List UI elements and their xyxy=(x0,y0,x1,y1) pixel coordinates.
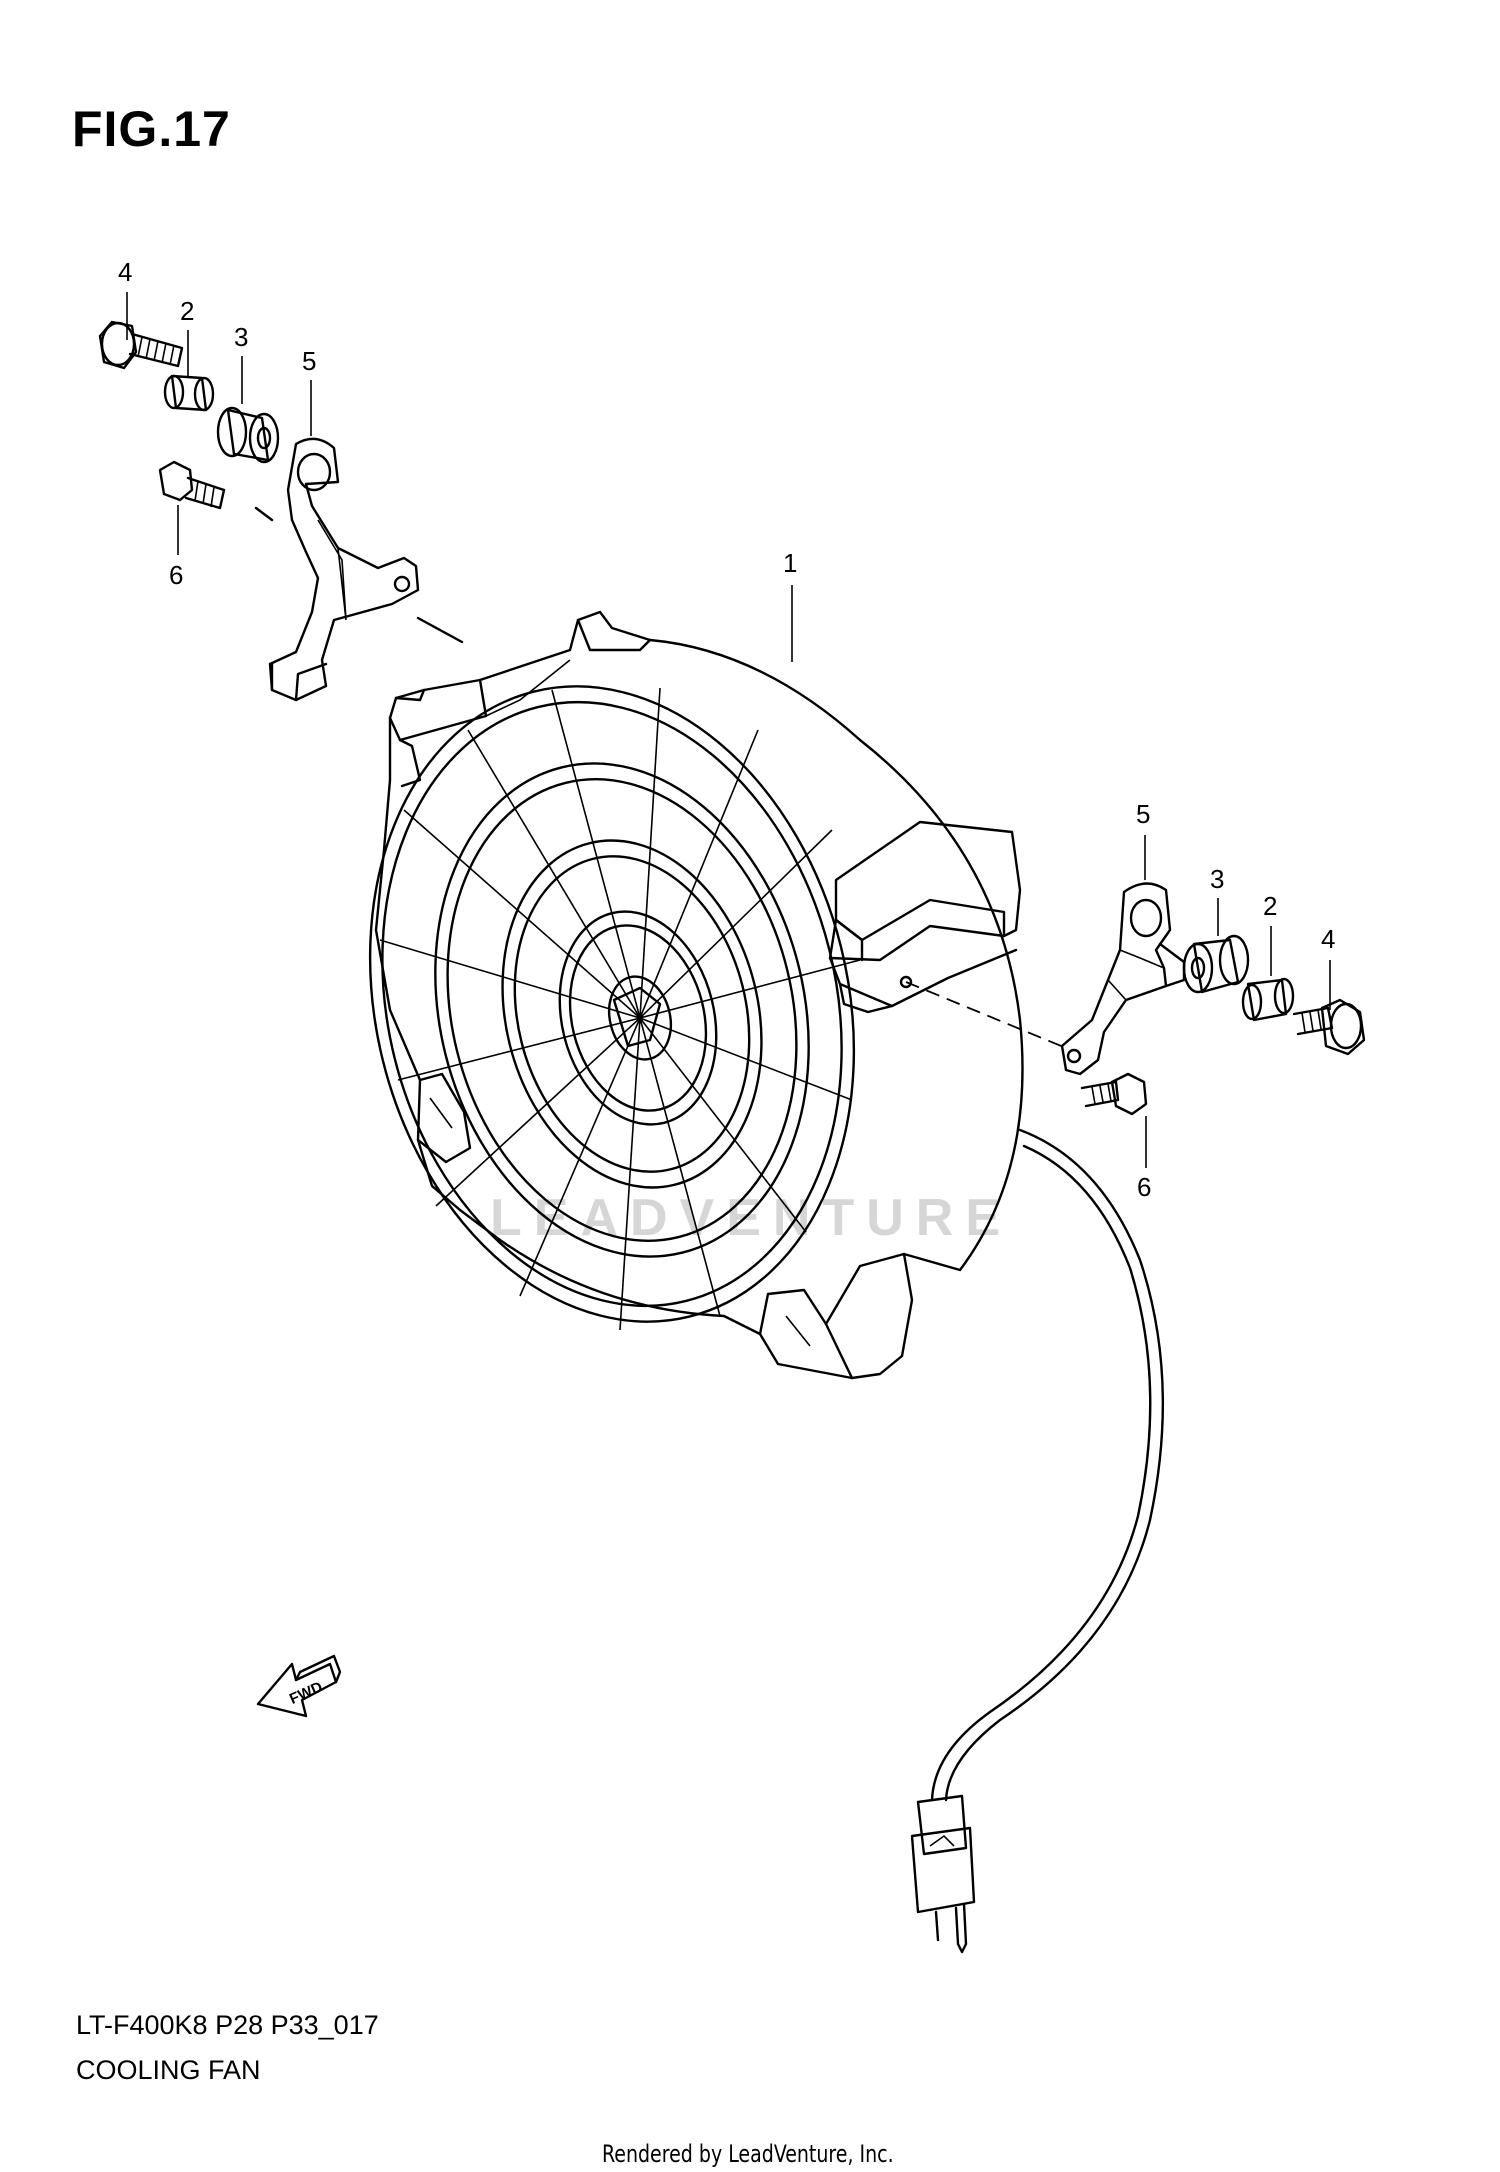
bolt-right xyxy=(1292,998,1366,1056)
cushion-right xyxy=(1182,934,1250,994)
callout-screw-left: 6 xyxy=(169,560,183,590)
callout-bolt-left: 4 xyxy=(118,257,132,287)
wire-connector xyxy=(910,1794,976,1954)
screw-right xyxy=(1080,1072,1148,1116)
bracket-left xyxy=(268,437,420,702)
callout-bracket-left: 5 xyxy=(302,346,316,376)
cooling-fan-assembly xyxy=(368,610,1024,1380)
spacer-left xyxy=(163,374,215,412)
callout-bracket-right: 5 xyxy=(1136,799,1150,829)
cushion-left xyxy=(216,406,280,464)
callout-cushion-left: 3 xyxy=(234,322,248,352)
watermark: LEADVENTURE xyxy=(490,1189,1012,1247)
screw-left xyxy=(158,460,226,510)
bracket-right xyxy=(1060,882,1186,1076)
forward-arrow-icon: FWD xyxy=(256,1654,342,1718)
render-credit: Rendered by LeadVenture, Inc. xyxy=(602,2140,894,2168)
callout-screw-right: 6 xyxy=(1137,1172,1151,1202)
wiring-harness xyxy=(930,1128,1165,1802)
model-code: LT-F400K8 P28 P33_017 xyxy=(76,2010,379,2040)
figure-title: FIG.17 xyxy=(72,101,231,157)
forward-label: FWD xyxy=(287,1678,325,1707)
callout-spacer-right: 2 xyxy=(1263,891,1277,921)
callout-spacer-left: 2 xyxy=(180,296,194,326)
callout-fan: 1 xyxy=(783,548,797,578)
spacer-right xyxy=(1241,977,1295,1022)
callout-bolt-right: 4 xyxy=(1321,924,1335,954)
callout-cushion-right: 3 xyxy=(1210,864,1224,894)
figure-name: COOLING FAN xyxy=(76,2055,261,2085)
bolt-left xyxy=(98,320,184,370)
